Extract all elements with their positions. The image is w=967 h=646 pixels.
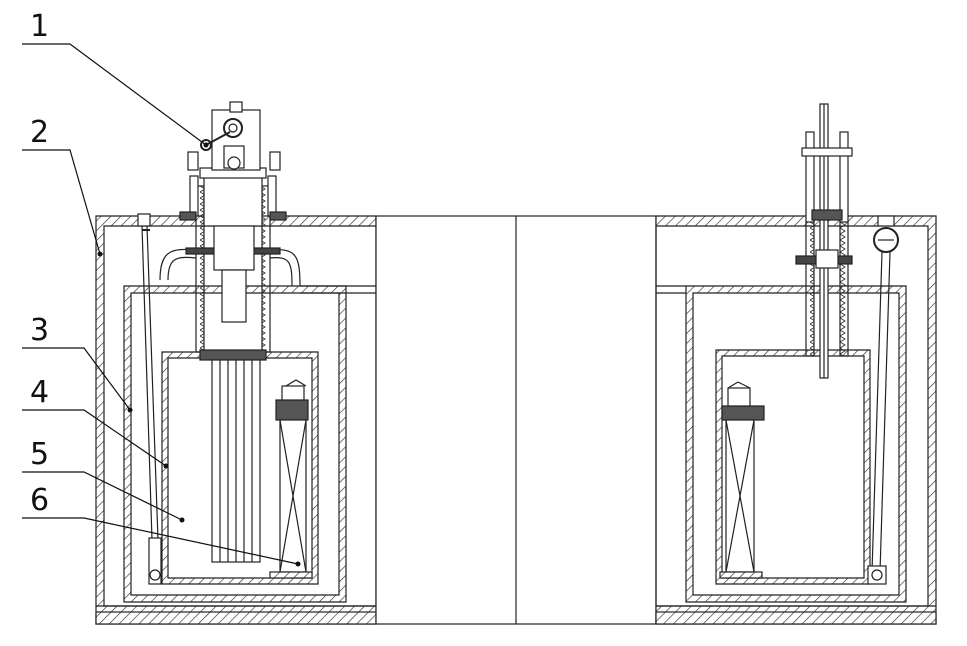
leader-line-6 — [22, 517, 299, 565]
leader-lines — [22, 43, 299, 565]
left-base-plate — [95, 611, 377, 625]
callout-label-5: 5 — [30, 437, 49, 472]
callout-label-3: 3 — [30, 313, 49, 348]
right-sample-cartridge — [719, 381, 765, 579]
callout-label-1: 1 — [30, 9, 49, 44]
center-panel — [375, 215, 657, 625]
left-unit — [95, 101, 377, 625]
leader-line-1 — [22, 43, 207, 146]
callout-labels: 1 2 3 4 5 6 — [30, 9, 49, 518]
leader-line-3 — [22, 347, 131, 411]
left-sample-cartridge — [269, 379, 313, 579]
callout-label-4: 4 — [30, 375, 49, 410]
left-support-rod — [137, 213, 162, 585]
right-outer-vessel — [655, 215, 937, 625]
callout-label-2: 2 — [30, 115, 49, 150]
leader-line-4 — [22, 409, 167, 467]
right-unit — [655, 103, 937, 625]
leader-dots — [97, 142, 301, 567]
left-cryocooler-head — [187, 101, 281, 361]
right-insertion-probe — [801, 103, 853, 379]
right-base-plate — [655, 611, 937, 625]
right-thermal-shield — [685, 285, 907, 603]
leader-line-2 — [22, 149, 101, 255]
right-support-rod — [867, 215, 899, 585]
left-cold-finger — [211, 359, 261, 563]
callout-label-6: 6 — [30, 483, 49, 518]
leader-line-5 — [22, 471, 183, 521]
